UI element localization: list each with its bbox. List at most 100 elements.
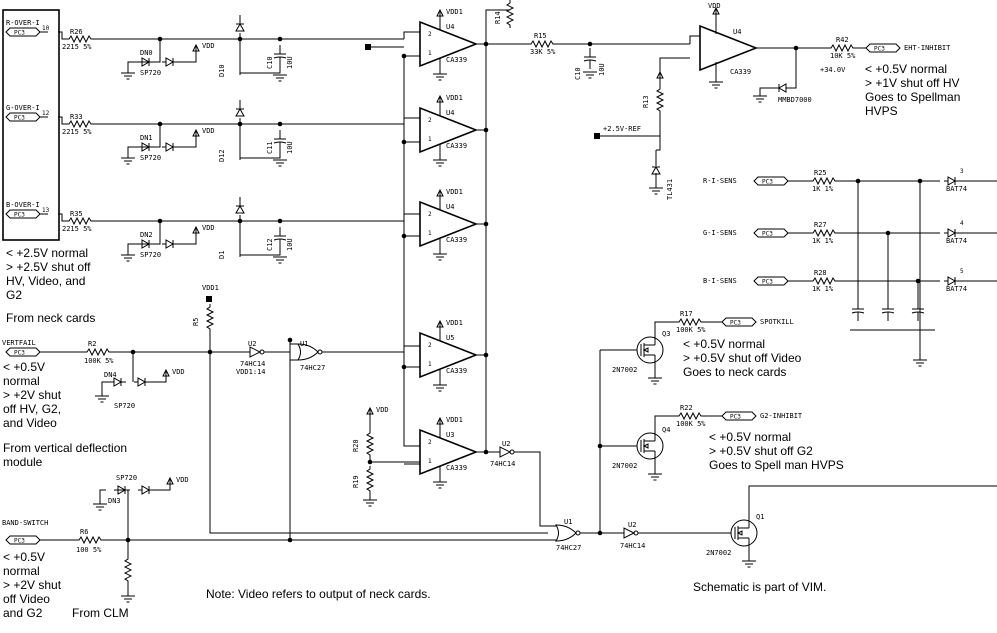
b-vdd-label: VDD	[202, 224, 215, 232]
junction-dot	[483, 41, 489, 47]
junction-dot	[885, 230, 891, 236]
wire	[101, 381, 110, 396]
r14-ref: R14	[494, 11, 502, 24]
wire	[656, 114, 661, 151]
g2-net-label: G2-INHIBIT	[760, 412, 803, 420]
fet-q4-ref: Q4	[662, 426, 670, 434]
g-sens-resistor	[809, 229, 839, 237]
junction-dot	[597, 530, 603, 536]
wire	[127, 221, 161, 255]
comp-b-gnd	[432, 253, 448, 261]
junction-dot	[483, 127, 489, 133]
spotkill-annotation: < +0.5V normal > +0.5V shut off Video Go…	[683, 337, 802, 379]
r-over-port-label: PC3	[14, 30, 25, 37]
band-sp720: SP720	[116, 474, 137, 482]
c10-ref: C10	[574, 67, 582, 80]
comp-g-minus: 2	[428, 117, 432, 124]
band-vdd	[166, 477, 174, 485]
band-source: From CLM	[72, 606, 129, 620]
band-port-label: PC3	[14, 538, 25, 545]
r-over-net-label: R-OVER-I	[6, 19, 40, 27]
junction-dot	[157, 121, 163, 127]
g-over-net-label: G-OVER-I	[6, 104, 40, 112]
divider-ground	[362, 499, 378, 507]
eht-diode-ground	[752, 95, 768, 103]
junction-dot	[237, 121, 243, 127]
vref-label: +2.5V-REF	[603, 125, 641, 133]
vfail-vdd-label: VDD	[172, 368, 185, 376]
wire	[178, 136, 197, 148]
comp-r-part: CA339	[446, 56, 467, 64]
vdd1-terminal	[206, 296, 212, 302]
r-zener	[235, 23, 245, 32]
r19-ref: R19	[352, 475, 360, 488]
b-vdd-symbol	[192, 226, 200, 234]
junction-dot	[917, 178, 923, 184]
eht-comparator	[699, 25, 757, 71]
eht-net-label: EHT-INHIBIT	[904, 44, 951, 52]
b-over-port-label: PC3	[14, 212, 25, 219]
g-zener	[235, 108, 245, 117]
r-zener-ref: D10	[218, 64, 226, 77]
fet-q4-ground	[647, 473, 663, 481]
r6-value: 100 5%	[76, 546, 102, 554]
comp-band-minus: 2	[428, 439, 432, 446]
r13-ref: R13	[642, 95, 650, 108]
fet-q1-ref: Q1	[756, 513, 764, 521]
spotkill-port-label: PC3	[730, 320, 741, 327]
dn4-ref: DN4	[104, 371, 117, 379]
b-sens-cap	[911, 299, 925, 322]
wire	[403, 213, 420, 221]
reference-terminal	[365, 44, 371, 50]
b-sp720-label: SP720	[140, 251, 161, 259]
comp-b-part: CA339	[446, 236, 467, 244]
band-net-label: BAND-SWITCH	[2, 519, 48, 527]
b-sens-value: 1K 1%	[812, 285, 834, 293]
junction-dot	[401, 233, 407, 239]
r-vdd-label: VDD	[202, 42, 215, 50]
g-protect-ground	[120, 157, 136, 165]
r-bat74-label: BAT74	[946, 185, 967, 193]
r-sens-port-label: PC3	[762, 179, 773, 186]
comp-g-part: CA339	[446, 142, 467, 150]
comp-vfail-vdd-label: VDD1	[446, 319, 463, 327]
wire	[178, 233, 197, 245]
wire	[369, 458, 420, 463]
junction-dot	[915, 278, 921, 284]
wire	[514, 451, 548, 527]
fet-q4-part: 2N7002	[612, 462, 637, 470]
eht-diode	[773, 83, 791, 93]
comp-r-vdd-label: VDD1	[446, 8, 463, 16]
wire	[403, 117, 420, 124]
comp-b-vdd-label: VDD1	[446, 188, 463, 196]
r5-ref: R5	[192, 318, 200, 326]
r22-ref: R22	[680, 404, 693, 412]
r-cap-ground	[272, 74, 288, 82]
comp-band-ref: U3	[446, 431, 454, 439]
r42-ref: R42	[836, 36, 849, 44]
comp-r-ref: U4	[446, 23, 454, 31]
vim-note: Schematic is part of VIM.	[693, 580, 826, 594]
u2a-ref: U2	[248, 340, 256, 348]
wire	[659, 57, 690, 86]
comp-r-plus: 1	[428, 50, 432, 57]
junction-dot	[287, 337, 293, 343]
b-over-net-label: B-OVER-I	[6, 201, 40, 209]
wire	[127, 39, 161, 73]
r-filter-cap	[273, 44, 287, 67]
junction-dot	[237, 36, 243, 42]
g-bat74-label: BAT74	[946, 237, 967, 245]
over-current-source: From neck cards	[6, 311, 96, 325]
wire	[154, 484, 171, 491]
u1b-part: 74HC27	[556, 544, 581, 552]
over-current-annotation: < +2.5V normal > +2.5V shut off HV, Vide…	[6, 246, 91, 302]
r-res-value: 2215 5%	[62, 43, 92, 51]
r-protect-diode-b	[161, 57, 179, 67]
junction-dot	[793, 45, 799, 51]
g-res-ref: R33	[70, 113, 83, 121]
wire	[654, 321, 676, 336]
comp-g-vdd	[436, 95, 444, 103]
comp-vfail-minus: 2	[428, 342, 432, 349]
vfail-resistor	[83, 348, 113, 356]
